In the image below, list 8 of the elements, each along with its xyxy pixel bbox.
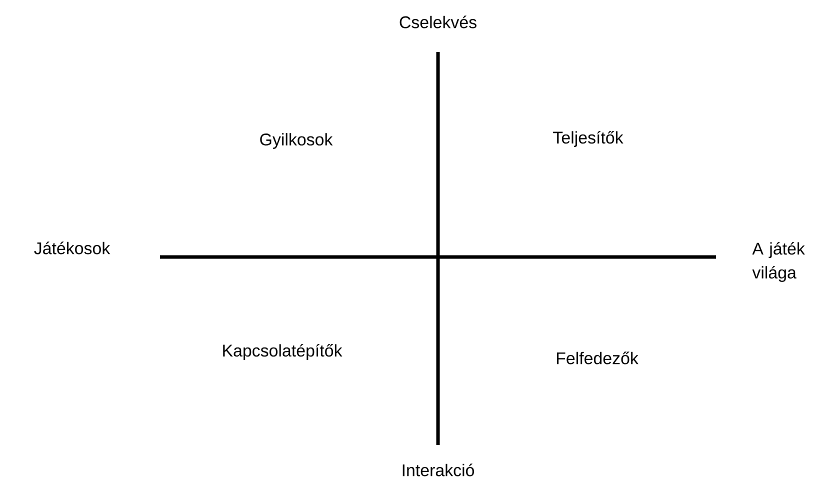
- axis-label: Kapcsolatépítők: [223, 344, 342, 360]
- axis-label: Gyilkosok: [260, 133, 333, 149]
- axis-label: A játék világa: [752, 242, 805, 282]
- axis-label: Interakció: [402, 464, 474, 476]
- axis-label: Teljesítők: [553, 131, 624, 147]
- axis-label: Cselekvés: [400, 16, 476, 28]
- axis-label: Felfedezők: [556, 352, 638, 364]
- axis-label: Játékosok: [34, 242, 110, 254]
